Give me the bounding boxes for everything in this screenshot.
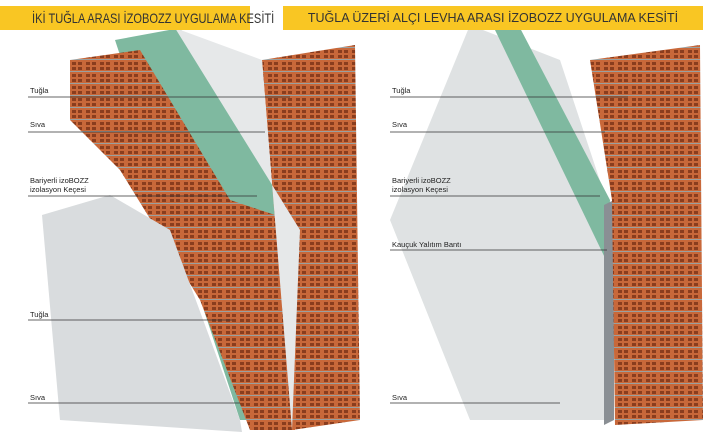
label-plaster: Sıva	[392, 120, 408, 129]
left-plaster-back	[175, 28, 300, 430]
right-plaster-board	[390, 25, 608, 420]
label-insulation: Bariyerli izoBOZZ izolasyon Keçesi	[30, 176, 89, 194]
leader-lines	[28, 96, 628, 404]
left-brick-steps	[70, 50, 295, 430]
right-title-banner: TUĞLA ÜZERİ ALÇI LEVHA ARASI İZOBOZZ UYG…	[283, 6, 703, 30]
label-brick-top: Tuğla	[30, 86, 49, 95]
label-plaster-bottom: Sıva	[30, 393, 46, 402]
label-brick: Tuğla	[392, 86, 411, 95]
label-brick-bottom: Tuğla	[30, 310, 49, 319]
left-wall	[42, 28, 360, 432]
right-brick-column	[590, 45, 703, 425]
label-insulation: Bariyerli izoBOZZ izolasyon Keçesi	[392, 176, 451, 194]
right-title-text: TUĞLA ÜZERİ ALÇI LEVHA ARASI İZOBOZZ UYG…	[307, 11, 679, 25]
right-wall	[390, 25, 703, 425]
left-title-text: İKİ TUĞLA ARASI İZOBOZZ UYGULAMA KESİTİ	[32, 10, 275, 26]
right-rubber-band	[604, 200, 614, 425]
left-title-banner: İKİ TUĞLA ARASI İZOBOZZ UYGULAMA KESİTİ	[0, 6, 274, 30]
left-plaster	[42, 195, 242, 432]
right-green-insulation	[495, 28, 610, 260]
label-rubber-band: Kauçuk Yalıtım Bantı	[392, 240, 462, 249]
label-plaster-bottom: Sıva	[392, 393, 408, 402]
label-plaster-top: Sıva	[30, 120, 46, 129]
